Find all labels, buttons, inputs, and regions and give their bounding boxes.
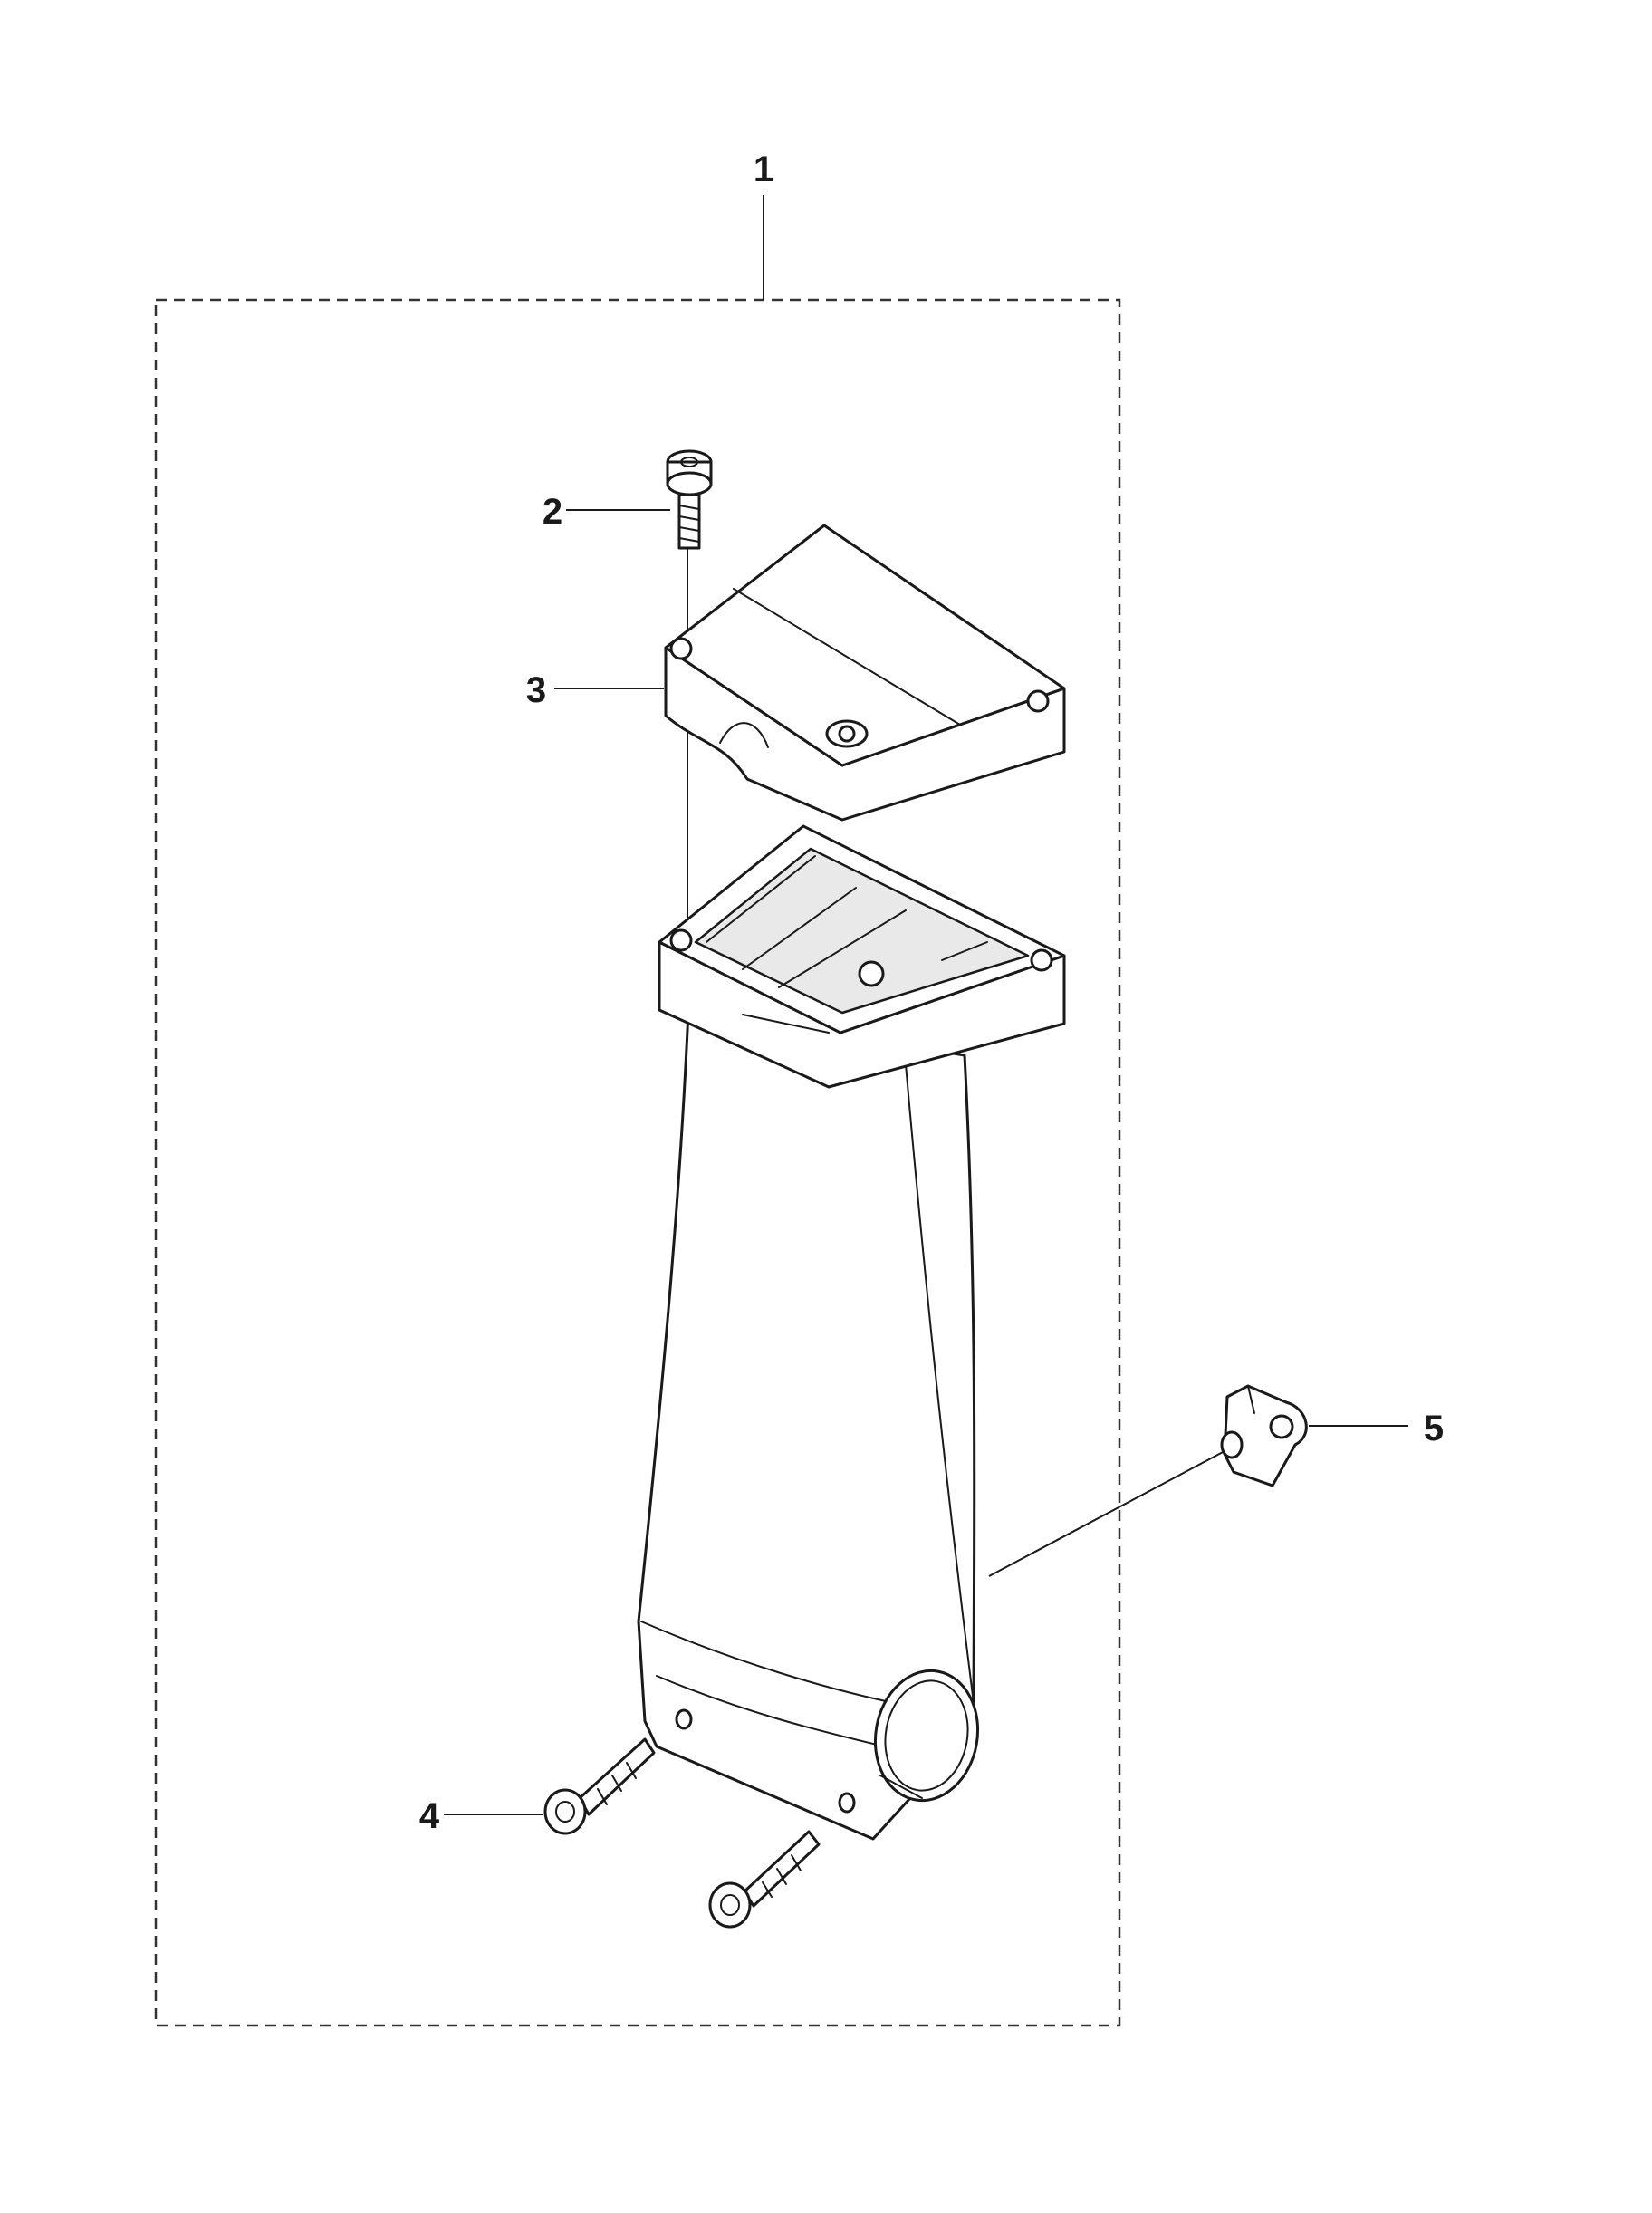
callout-2: 2 [543,492,562,532]
screw-4-lower [708,1830,821,1929]
cable-clip-5 [1220,1384,1308,1487]
callout-1: 1 [754,149,773,189]
callout-5: 5 [1424,1409,1444,1448]
screw-4-upper [543,1737,656,1835]
callout-3: 3 [526,670,546,710]
clamp-cover [664,524,1066,822]
kit-boundary [154,298,1121,2027]
screw-hole-lower [838,1792,856,1814]
tube-clamp-ring [873,1669,980,1803]
callout-4: 4 [419,1796,440,1836]
screw-hole-upper [675,1708,693,1730]
alignment-line-5 [988,1450,1225,1577]
handle-base [658,824,1066,1089]
handle-arm [637,1008,980,1841]
screw-2 [666,449,713,550]
